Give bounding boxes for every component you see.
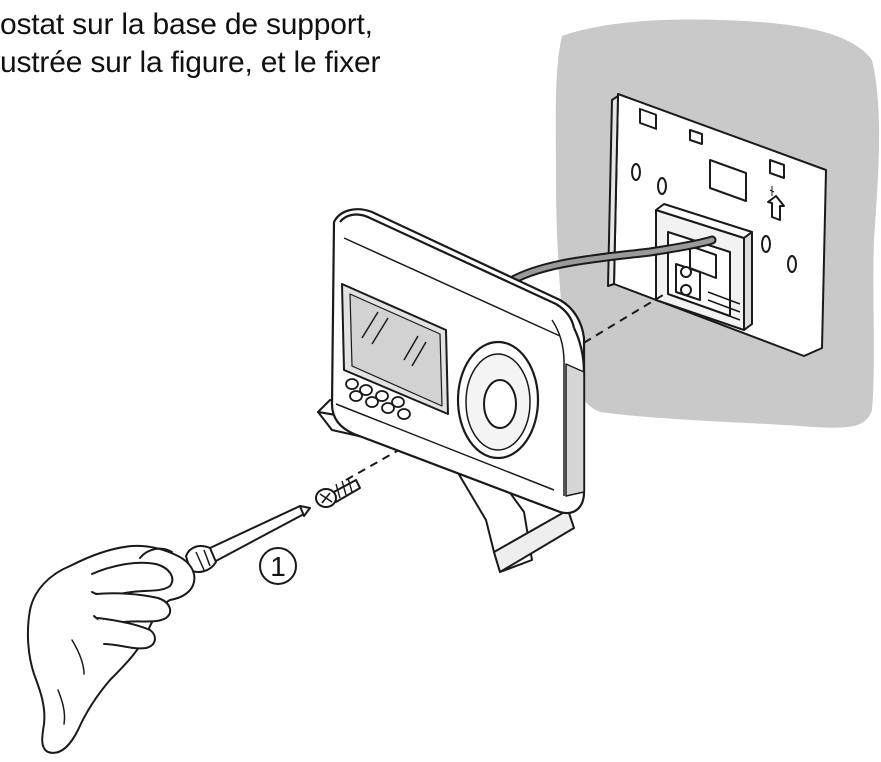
thermostat-display: [341, 283, 449, 415]
alignment-line-upper: [571, 291, 669, 351]
thermostat-buttons: [345, 378, 411, 420]
mounting-screw: [315, 477, 361, 508]
instruction-line-1: ostat sur la base de support,: [0, 8, 373, 41]
connection-cable-inner: [503, 237, 715, 287]
instruction-line-2: ustrée sur la figure, et le fixer: [0, 46, 381, 79]
callout-number: 1: [270, 551, 286, 582]
screwdriver: [185, 505, 311, 573]
instruction-text: ostat sur la base de support, ustrée sur…: [0, 6, 460, 82]
callout-marker: 1: [259, 547, 297, 585]
terminal-block: [655, 203, 753, 331]
hand: [26, 544, 196, 754]
control-dial: [456, 340, 540, 460]
